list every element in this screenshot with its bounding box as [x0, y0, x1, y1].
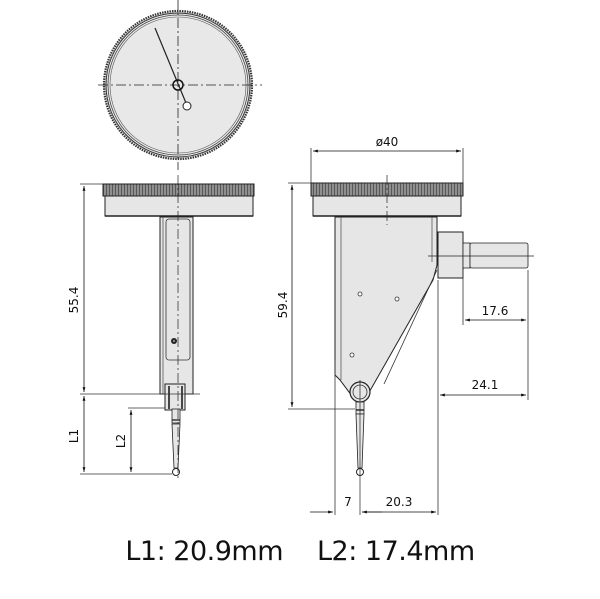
dim-diameter: ø40	[376, 135, 399, 149]
caption: L1: 20.9mm L2: 17.4mm	[0, 536, 600, 567]
side-view	[310, 175, 534, 515]
caption-l2: L2: 17.4mm	[317, 536, 475, 567]
side-dimensions: ø40 59.4 17.6 24.1 7 20.3	[276, 135, 529, 515]
dim-height-side: 59.4	[276, 292, 290, 319]
dim-l1: L1	[67, 429, 81, 443]
front-dimensions: 55.4 L1 L2	[67, 183, 200, 475]
dim-tip-right: 20.3	[386, 495, 413, 509]
dim-l2: L2	[114, 434, 128, 448]
dim-height-front: 55.4	[67, 287, 81, 314]
dial-needle	[154, 27, 187, 104]
dim-tip-left: 7	[344, 495, 352, 509]
caption-l1: L1: 20.9mm	[125, 536, 283, 567]
dim-body-depth: 24.1	[472, 378, 499, 392]
dim-stem-offset: 17.6	[482, 304, 509, 318]
dial-face-view	[98, 0, 262, 170]
